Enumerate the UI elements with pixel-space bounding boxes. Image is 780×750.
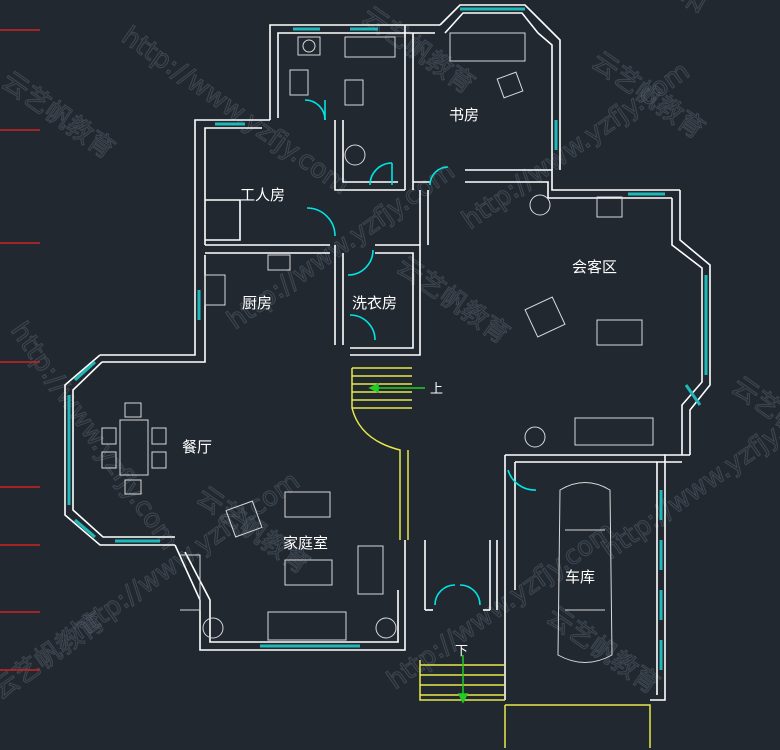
room-label-kitchen: 厨房 xyxy=(242,294,272,312)
kitchen-sink-icon xyxy=(204,274,226,306)
plant-icon xyxy=(202,617,224,639)
plant-icon xyxy=(524,426,546,448)
stair-up-label: 上 xyxy=(430,382,443,397)
room-label-family-room: 家庭室 xyxy=(283,534,328,552)
furniture xyxy=(101,32,654,663)
watermark-layer: http://www.yzfjy.com http://www.yzfjy.co… xyxy=(0,0,780,706)
room-label-laundry: 洗衣房 xyxy=(352,294,397,312)
room-label-servant-room: 工人房 xyxy=(240,186,285,204)
watermark-url: http://www.yzfjy.com xyxy=(116,21,355,201)
desk-icon xyxy=(449,32,526,62)
table-icon xyxy=(596,196,623,218)
toilet-icon xyxy=(344,79,364,106)
axis-ticks xyxy=(0,29,40,671)
stairs xyxy=(351,367,651,748)
plant-icon xyxy=(375,617,397,639)
room-label-study: 书房 xyxy=(449,106,479,124)
watermark-brand: 云艺帆教育 xyxy=(676,0,775,19)
dining-table-icon xyxy=(119,419,149,476)
coffee-table-icon xyxy=(596,319,643,346)
stove-icon xyxy=(267,254,291,271)
room-label-dining: 餐厅 xyxy=(182,438,212,456)
sofa-icon xyxy=(267,611,347,641)
watermark-brand: 云艺帆教育 xyxy=(391,251,515,350)
watermark-url: http://www.yzfjy.com xyxy=(382,516,621,696)
watermark-url: http://www.yzfjy.com xyxy=(4,317,184,556)
sofa-icon xyxy=(574,417,654,446)
stair-arrows xyxy=(368,382,469,704)
plant-icon xyxy=(529,194,551,216)
windows xyxy=(67,7,708,670)
coffee-table-icon xyxy=(284,559,333,586)
chair-icon xyxy=(496,71,524,99)
walls xyxy=(64,4,711,701)
watermark-brand: 云艺帆教育 xyxy=(0,66,120,165)
doors xyxy=(304,99,537,606)
watermark-brand: 云艺帆教育 xyxy=(541,601,665,700)
sink-icon xyxy=(297,36,321,56)
bathtub-icon xyxy=(344,36,396,58)
watermark-url: http://www.yzfjy.com xyxy=(457,56,696,236)
watermark-brand: 云艺帆教育 xyxy=(0,607,111,706)
stair-down-label: 下 xyxy=(455,644,468,659)
room-label-garage: 车库 xyxy=(565,568,595,586)
sofa-icon xyxy=(357,545,384,595)
toilet-icon xyxy=(289,69,309,96)
washbasin-icon xyxy=(344,144,366,166)
armchair-icon xyxy=(524,296,566,338)
fireplace-icon xyxy=(180,554,201,611)
room-label-reception: 会客区 xyxy=(572,258,617,276)
car-icon xyxy=(557,482,613,663)
sofa-icon xyxy=(284,491,331,518)
armchair-icon xyxy=(225,500,263,538)
